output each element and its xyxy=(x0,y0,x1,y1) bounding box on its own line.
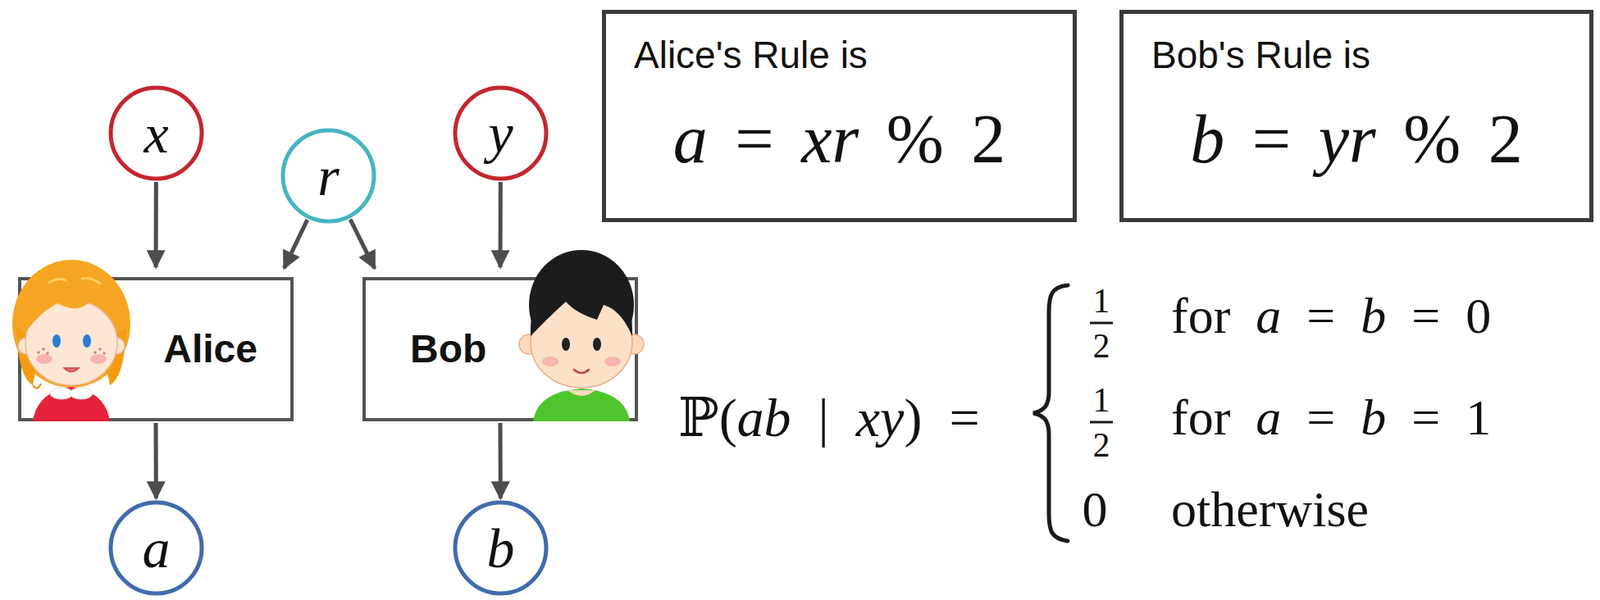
math-glyph: = 1 xyxy=(1385,389,1491,446)
output-circle: a xyxy=(108,500,205,597)
math-glyph: ℙ( xyxy=(678,387,738,448)
math-glyph: % 2 xyxy=(858,100,1006,178)
case-value: 0 xyxy=(1082,480,1108,539)
agent-name: Alice xyxy=(163,326,258,372)
math-glyph: b xyxy=(1360,389,1386,446)
fraction-bar xyxy=(1089,322,1113,325)
variable-label: y xyxy=(487,105,513,162)
output-circle: b xyxy=(452,500,549,597)
math-glyph: xy xyxy=(856,387,905,448)
circle-outline-shape xyxy=(455,87,547,179)
arrow-connector xyxy=(350,219,375,269)
label-slot: 2 xyxy=(1093,425,1111,465)
math-glyph: ab xyxy=(737,387,792,448)
arrow-connector xyxy=(498,182,503,268)
variable-label: b xyxy=(487,520,516,577)
fraction-numerator: 1 xyxy=(1093,281,1111,321)
case-condition: otherwise xyxy=(1171,480,1369,539)
math-glyph: | xyxy=(791,387,857,448)
fraction-denominator: 2 xyxy=(1093,425,1111,465)
math-glyph: r xyxy=(317,145,339,208)
arrow-connector xyxy=(154,423,159,499)
probability-expression: ℙ(ab | xy) = xyxy=(678,387,981,450)
label-slot: 0 xyxy=(1082,480,1108,539)
math-glyph: x xyxy=(143,102,169,165)
math-glyph: a xyxy=(673,100,708,178)
math-glyph: 1 xyxy=(1093,381,1111,420)
math-glyph: y xyxy=(487,102,513,165)
circle-outline-shape xyxy=(455,502,547,594)
math-glyph: a xyxy=(1255,389,1281,446)
cases-brace xyxy=(1033,285,1068,542)
input-circle: y xyxy=(452,85,549,182)
math-glyph: b xyxy=(487,517,516,580)
math-glyph: a xyxy=(142,517,171,580)
fraction-denominator: 2 xyxy=(1093,326,1111,366)
math-glyph: = xyxy=(1224,100,1319,178)
circle-outline-shape xyxy=(110,87,202,179)
fraction-numerator: 1 xyxy=(1093,380,1111,420)
math-glyph: = 0 xyxy=(1385,287,1491,344)
label-slot: 2 xyxy=(1093,326,1111,366)
label-slot: otherwise xyxy=(1171,480,1369,539)
variable-label: x xyxy=(143,105,169,162)
agent-box: Bob xyxy=(362,277,639,422)
math-glyph: 0 xyxy=(1082,481,1108,538)
label-slot: 1 xyxy=(1093,380,1111,420)
bob-portrait xyxy=(519,250,644,422)
agent-box: Alice xyxy=(18,277,294,422)
case-condition: for a = b = 1 xyxy=(1171,388,1491,447)
math-glyph: b xyxy=(1360,287,1386,344)
math-glyph: b xyxy=(1189,100,1225,178)
math-glyph: 1 xyxy=(1093,282,1111,320)
math-glyph xyxy=(1230,389,1256,446)
case-condition: for a = b = 0 xyxy=(1171,287,1491,346)
math-glyph: 2 xyxy=(1093,426,1111,465)
math-glyph: = xyxy=(1280,287,1361,344)
fraction-bar xyxy=(1089,421,1113,424)
shared-randomness-circle: r xyxy=(280,127,377,224)
agent-name: Bob xyxy=(410,326,487,372)
math-glyph xyxy=(1230,287,1256,344)
rule-box: Alice's Rule is a = xr % 2 xyxy=(601,9,1077,223)
math-glyph: ) = xyxy=(903,387,980,448)
math-glyph: otherwise xyxy=(1171,481,1369,538)
label-slot: for a = b = 1 xyxy=(1171,388,1491,447)
math-glyph: for xyxy=(1171,287,1231,344)
label-slot: 1 xyxy=(1093,281,1111,321)
math-glyph: a xyxy=(1255,287,1281,344)
alice-portrait xyxy=(12,259,131,422)
arrow-connector xyxy=(283,219,307,269)
label-slot: for a = b = 0 xyxy=(1171,287,1491,346)
variable-label: a xyxy=(142,520,171,577)
circle-outline-shape xyxy=(282,130,374,222)
circle-outline-shape xyxy=(110,502,202,594)
math-glyph: yr xyxy=(1318,100,1377,178)
math-glyph: for xyxy=(1171,389,1231,446)
math-glyph: xr xyxy=(801,100,859,178)
rule-heading: Bob's Rule is xyxy=(1151,33,1371,78)
math-glyph: % 2 xyxy=(1376,100,1523,178)
math-glyph: 2 xyxy=(1093,327,1111,365)
rule-box: Bob's Rule is b = yr % 2 xyxy=(1119,9,1594,223)
arrow-connector xyxy=(498,423,503,499)
arrow-connector xyxy=(154,182,159,268)
rule-formula: b = yr % 2 xyxy=(1189,100,1523,180)
math-glyph: = xyxy=(707,100,803,178)
math-glyph: = xyxy=(1280,389,1361,446)
input-circle: x xyxy=(108,85,205,182)
variable-label: r xyxy=(317,148,339,205)
rule-heading: Alice's Rule is xyxy=(633,33,868,78)
rule-formula: a = xr % 2 xyxy=(673,100,1007,180)
label-slot: ℙ(ab | xy) = xyxy=(678,387,981,450)
